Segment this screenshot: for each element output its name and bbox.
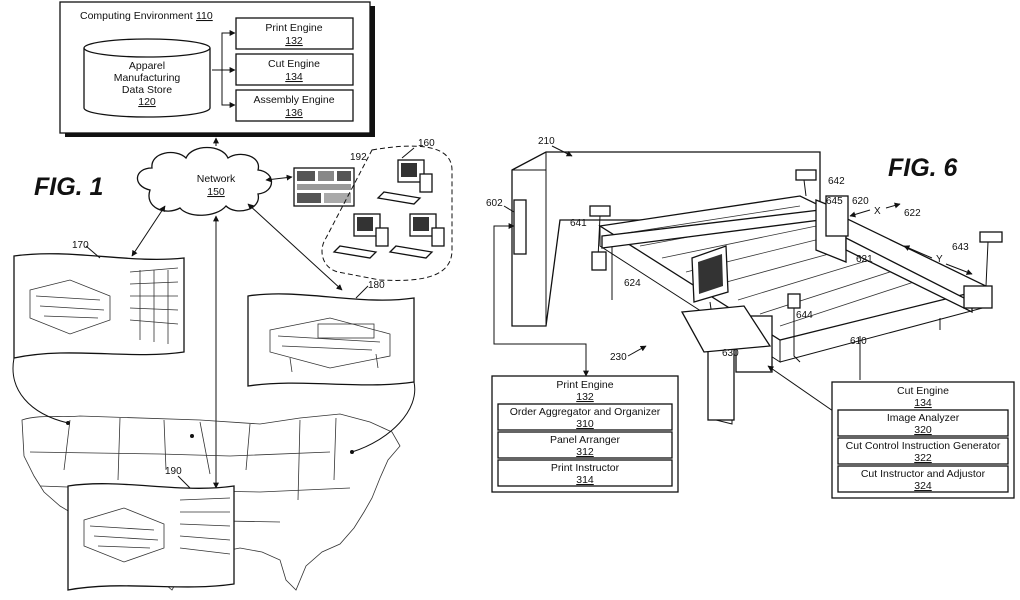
camera-644 [787, 293, 801, 363]
print-engine-label: Print Engine [265, 22, 322, 34]
ref-axis-x: X [874, 206, 881, 217]
ref-642: 642 [828, 176, 845, 187]
cut-engine-label: Cut Engine [268, 58, 320, 70]
facility-image-180 [247, 293, 415, 387]
print-sub-label-314: Print Instructor [551, 462, 620, 474]
computer-icon-2 [332, 213, 389, 259]
ref-192: 192 [350, 152, 367, 163]
print-sub-label-312: Panel Arranger [550, 434, 621, 446]
assembly-engine-ref: 136 [285, 107, 303, 119]
ref-641: 641 [570, 218, 587, 229]
link-network-170 [131, 205, 166, 257]
ref-170: 170 [72, 240, 89, 251]
camera-641 [589, 205, 611, 271]
fig6-cut-engine-box: Cut Engine 134 Image Analyzer 320 Cut Co… [831, 381, 1015, 499]
network-cloud [136, 146, 273, 216]
computing-environment-label: Computing Environment [80, 10, 193, 22]
ref-624: 624 [624, 278, 641, 289]
cut-engine-box [235, 53, 354, 86]
cut-sub-label-322: Cut Control Instruction Generator [846, 440, 1001, 452]
print-engine-box [235, 17, 354, 50]
fig6-cut-engine-title: Cut Engine [897, 385, 949, 397]
link-printer-to-print-engine [493, 223, 589, 377]
fig6-title: FIG. 6 [888, 154, 959, 182]
housing-panel-602 [513, 199, 527, 255]
ref-160: 160 [418, 138, 435, 149]
ref-644: 644 [796, 310, 813, 321]
cut-sub-ref-320: 320 [914, 424, 932, 436]
print-sub-box-314 [497, 459, 673, 487]
ref-210: 210 [538, 136, 555, 147]
ref-622: 622 [904, 208, 921, 219]
assembly-engine-label: Assembly Engine [253, 94, 334, 106]
fig6-cut-engine-ref: 134 [914, 397, 932, 409]
print-sub-box-310 [497, 403, 673, 431]
computer-icon-1 [376, 159, 433, 205]
cut-sub-label-324: Cut Instructor and Adjustor [861, 468, 986, 480]
fig6-print-engine-box: Print Engine 132 Order Aggregator and Or… [491, 375, 679, 493]
fig6-print-engine-title: Print Engine [556, 379, 613, 391]
cutter-head-645 [825, 195, 849, 237]
ref-645: 645 [826, 196, 843, 207]
print-sub-ref-310: 310 [576, 418, 594, 430]
cut-engine-ref: 134 [285, 71, 303, 83]
link-network-180 [247, 203, 343, 291]
assembly-engine-box [235, 89, 354, 122]
cut-sub-ref-324: 324 [914, 480, 932, 492]
cut-sub-label-320: Image Analyzer [887, 412, 960, 424]
ref-190: 190 [165, 466, 182, 477]
computers-group-outline [321, 145, 453, 281]
ref-610: 610 [850, 336, 867, 347]
display-panel [293, 167, 355, 207]
ref-621: 621 [856, 254, 873, 265]
network-label: Network [197, 173, 236, 185]
data-store-ref: 120 [138, 96, 156, 108]
ref-602: 602 [486, 198, 503, 209]
cut-sub-box-324 [837, 465, 1009, 493]
print-sub-ref-312: 312 [576, 446, 594, 458]
camera-643 [963, 231, 1003, 309]
fig6-print-engine-ref: 132 [576, 391, 594, 403]
cut-sub-ref-322: 322 [914, 452, 932, 464]
ref-620: 620 [852, 196, 869, 207]
cutter-gantry [601, 169, 973, 314]
operator-console [680, 305, 772, 353]
link-network-192 [265, 174, 293, 183]
computer-icon-3 [388, 213, 445, 259]
cut-sub-box-322 [837, 437, 1009, 465]
print-sub-box-312 [497, 431, 673, 459]
ref-643: 643 [952, 242, 969, 253]
fig6-diagram: FIG. 6 [486, 136, 1015, 499]
data-store-line3: Data Store [122, 84, 172, 96]
data-store-line1: Apparel [129, 60, 165, 72]
ref-axis-y: Y [936, 254, 943, 265]
ref-180: 180 [368, 280, 385, 291]
ref-230: 230 [610, 352, 627, 363]
print-sub-label-310: Order Aggregator and Organizer [510, 406, 661, 418]
control-monitor [691, 245, 729, 317]
network-ref: 150 [207, 186, 225, 198]
facility-image-190 [67, 483, 235, 591]
facility-image-170 [13, 253, 185, 359]
data-store-line2: Manufacturing [114, 72, 181, 84]
ref-630: 630 [722, 348, 739, 359]
cut-sub-box-320 [837, 409, 1009, 437]
print-engine-ref: 132 [285, 35, 303, 47]
print-sub-ref-314: 314 [576, 474, 594, 486]
fig1-diagram: Computing Environment 110 Apparel Manufa… [12, 1, 453, 591]
data-store-cylinder: Apparel Manufacturing Data Store 120 [83, 38, 211, 118]
fig1-title: FIG. 1 [34, 173, 103, 201]
computing-environment-ref: 110 [196, 10, 213, 22]
